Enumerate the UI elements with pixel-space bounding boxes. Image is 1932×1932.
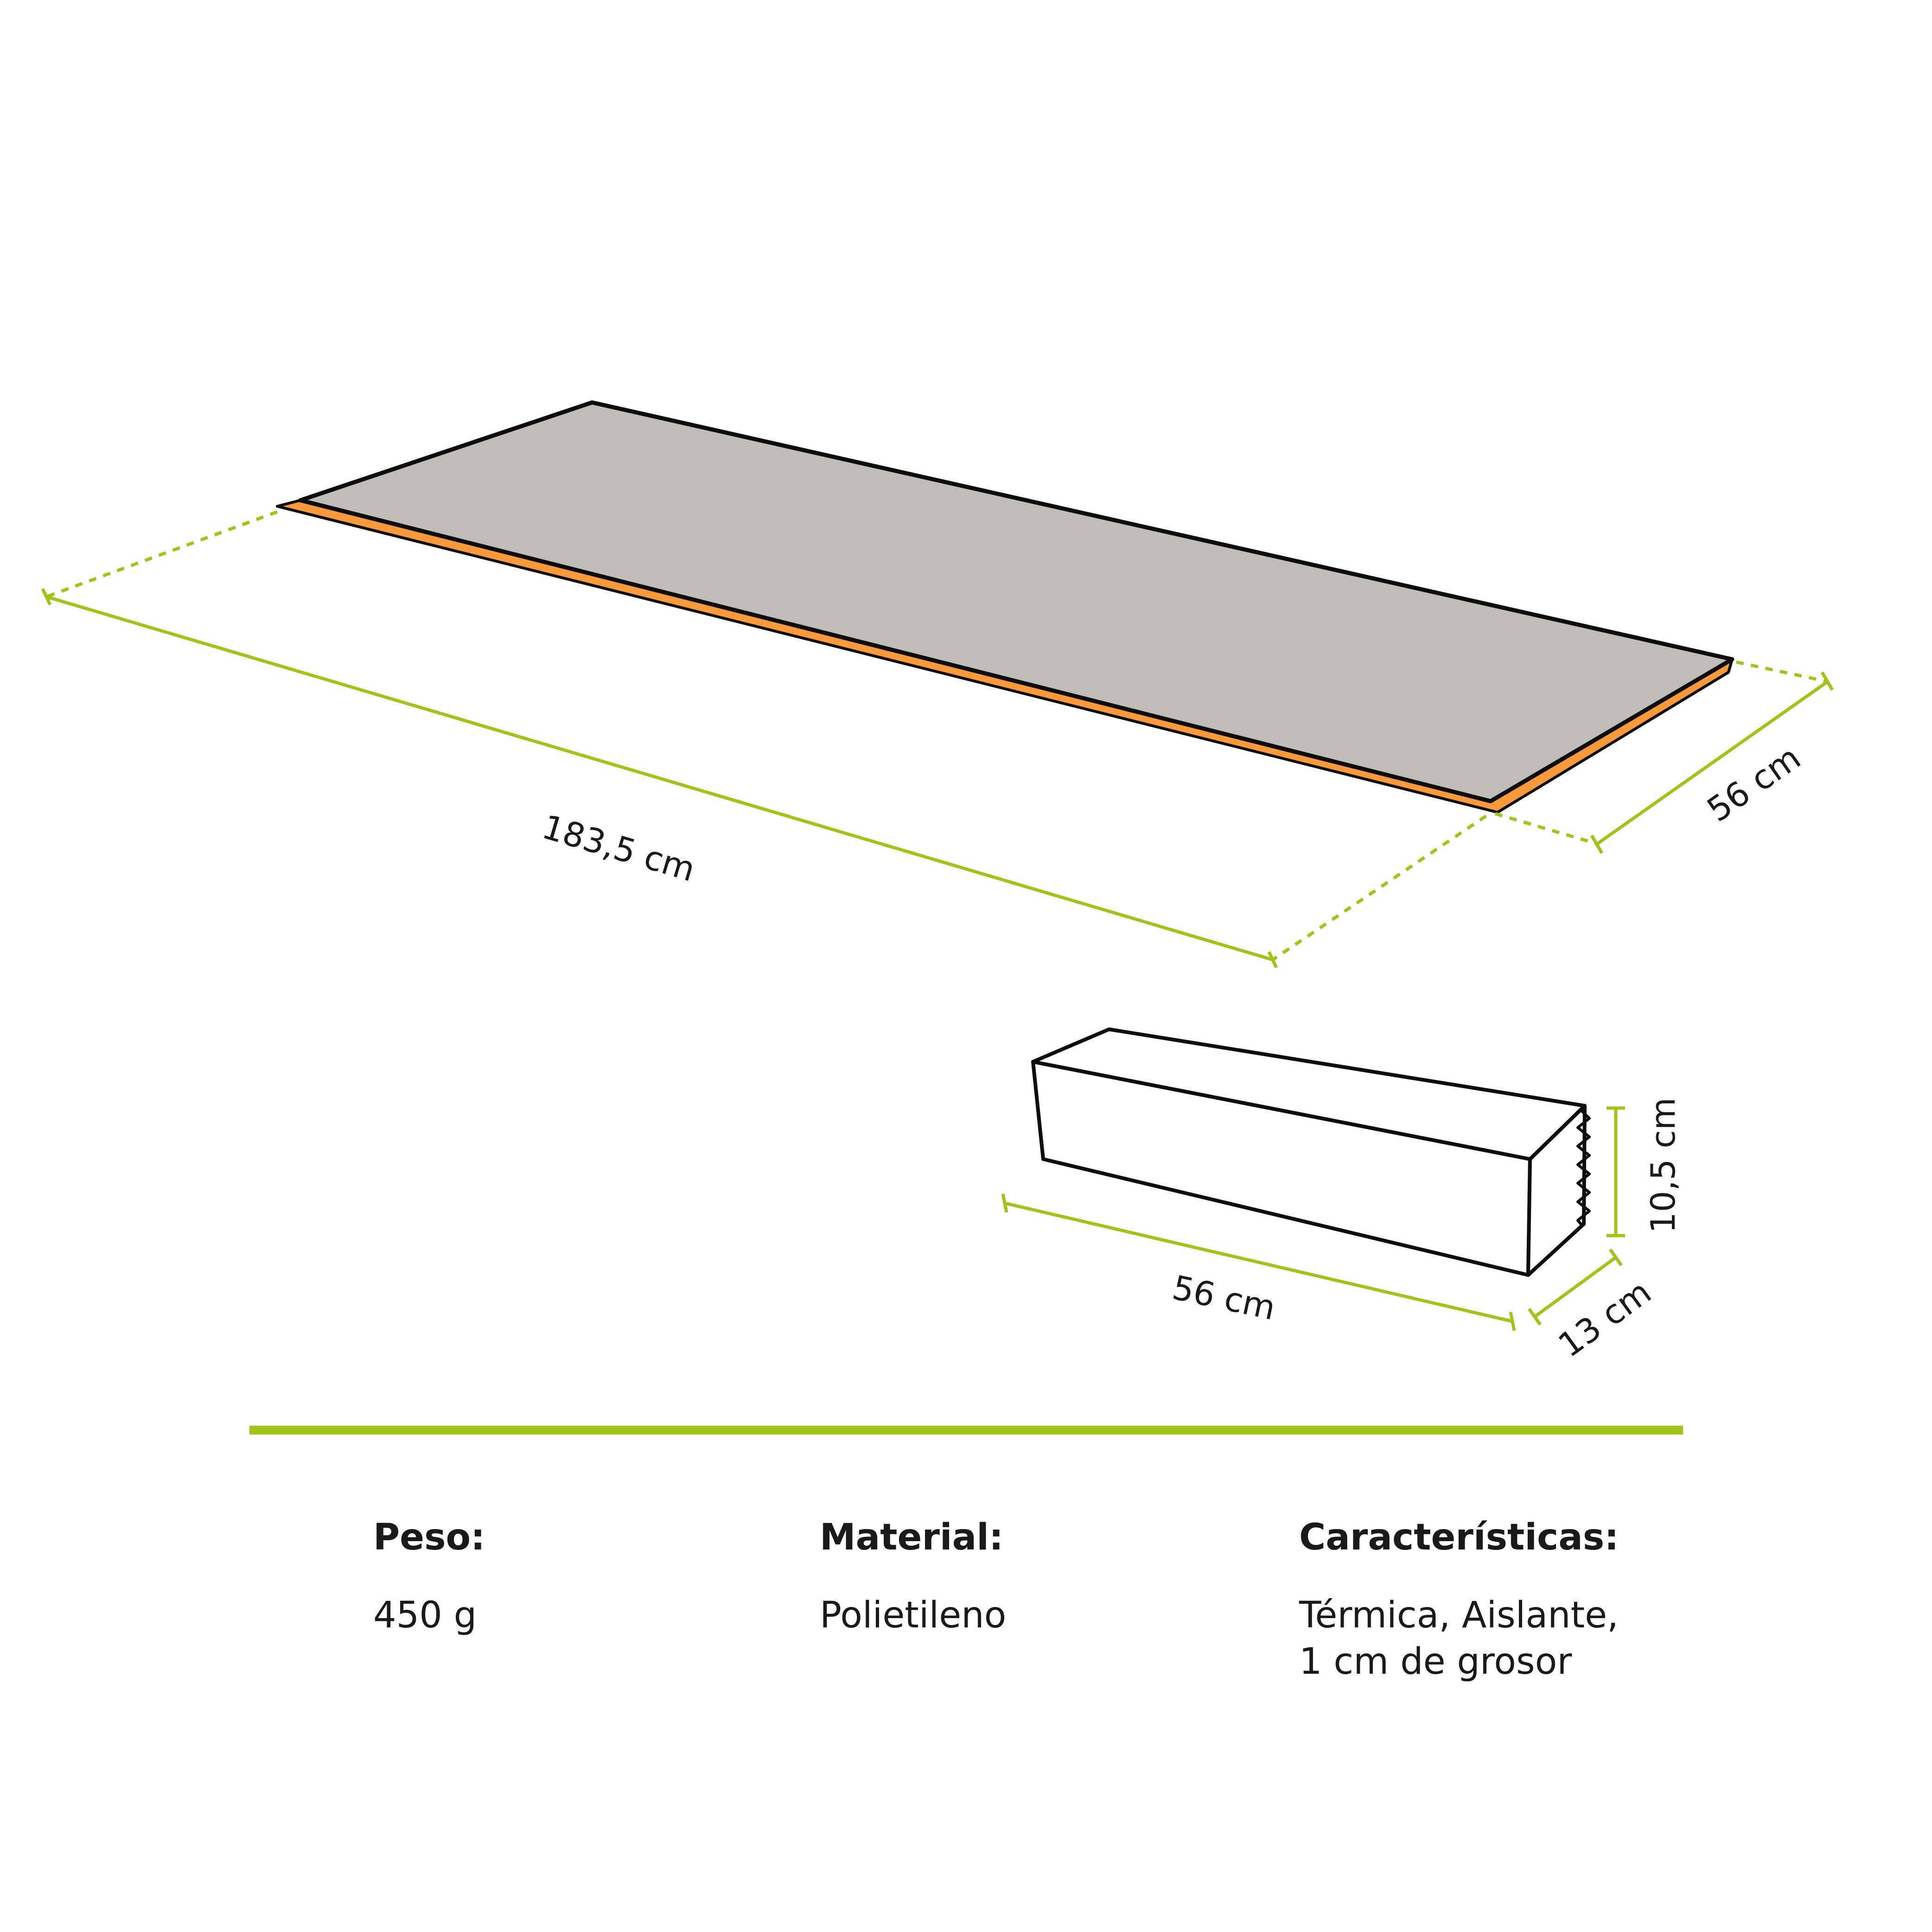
roll-illustration	[1031, 1027, 1591, 1277]
roll-height-label: 10,5 cm	[1644, 1097, 1683, 1233]
section-divider	[249, 1426, 1683, 1435]
spec-material: Material: Polietileno	[820, 1516, 1006, 1639]
mat-length-tick-right	[1267, 951, 1278, 969]
roll-length-tick-left	[1001, 1193, 1008, 1213]
roll-depth-tick-right	[1609, 1248, 1623, 1267]
mat-width-line	[1596, 680, 1829, 845]
spec-weight: Peso: 450 g	[373, 1516, 485, 1639]
spec-features-label: Características:	[1299, 1517, 1619, 1558]
mat-width-tick-top	[1820, 671, 1834, 691]
roll-depth-tick-left	[1528, 1307, 1542, 1326]
mat-length-extension-right	[1272, 815, 1487, 961]
spec-material-label: Material:	[820, 1517, 1004, 1558]
mat-width-extension-bottom	[1495, 812, 1598, 846]
roll-height-dimension: 10,5 cm	[1607, 1097, 1683, 1237]
mat-illustration	[276, 400, 1734, 814]
spec-weight-value: 450 g	[373, 1594, 477, 1636]
mat-length-tick-left	[41, 588, 52, 606]
spec-features: Características: Térmica, Aislante, 1 cm…	[1299, 1516, 1619, 1685]
roll-length-line	[1004, 1201, 1513, 1323]
roll-end-face	[1526, 1104, 1587, 1277]
roll-depth-dimension: 13 cm	[1528, 1248, 1658, 1365]
roll-zigzag-edge	[1576, 1109, 1591, 1227]
mat-width-tick-bottom	[1590, 835, 1604, 854]
mat-length-label: 183,5 cm	[538, 807, 700, 889]
spec-features-value-line-1: Térmica, Aislante,	[1299, 1594, 1619, 1636]
mat-width-extension-top	[1736, 660, 1828, 683]
mat-length-line	[46, 595, 1273, 962]
spec-material-value: Polietileno	[820, 1594, 1007, 1636]
mat-top-surface	[298, 400, 1734, 803]
roll-length-label: 56 cm	[1169, 1268, 1279, 1327]
spec-features-value-line-2: 1 cm de grosor	[1299, 1640, 1572, 1683]
roll-depth-line	[1533, 1256, 1617, 1318]
mat-length-extension-left	[45, 510, 278, 599]
roll-length-tick-right	[1509, 1312, 1516, 1331]
mat-width-label: 56 cm	[1700, 738, 1808, 829]
spec-weight-label: Peso:	[373, 1517, 485, 1558]
roll-depth-label: 13 cm	[1551, 1272, 1658, 1365]
